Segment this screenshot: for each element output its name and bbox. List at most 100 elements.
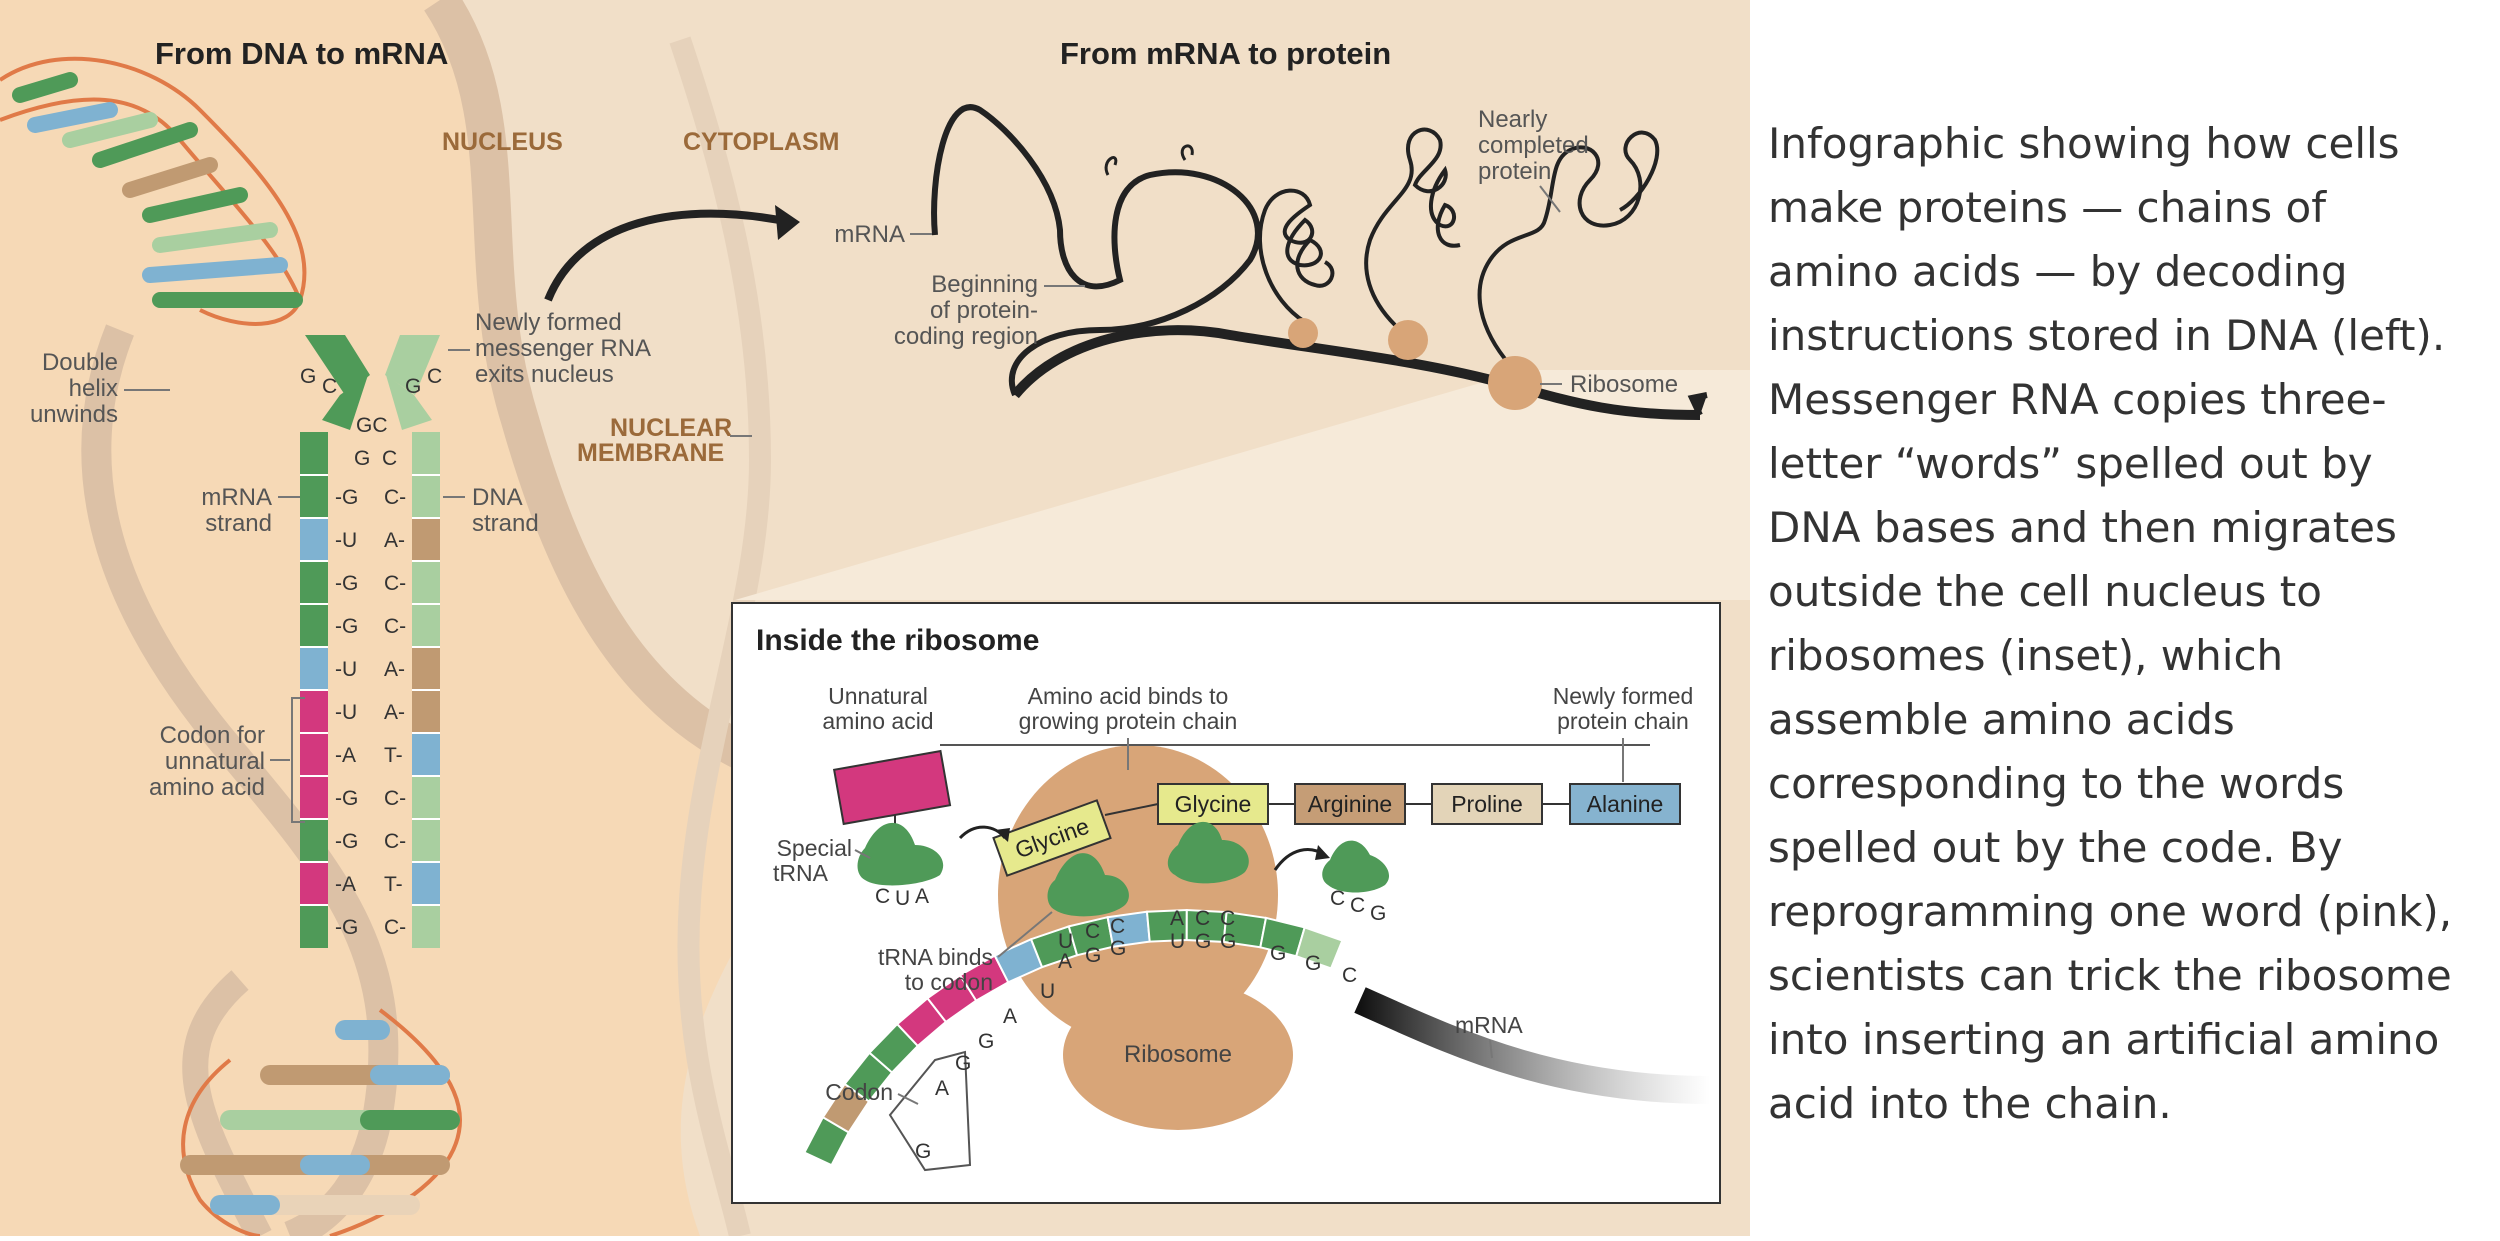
mrna-strand-right xyxy=(1011,325,1701,420)
unnatural-aa-label-2: amino acid xyxy=(822,708,933,734)
mrna-base-letter: -G xyxy=(335,615,358,638)
nearly-completed-label-2: completed xyxy=(1478,132,1589,159)
strip-base-g1: G xyxy=(1270,942,1286,965)
new-mrna-label-1: Newly formed xyxy=(475,309,622,336)
ribosome-label: Ribosome xyxy=(1570,371,1678,398)
anticodon-2-3: C xyxy=(1220,907,1235,930)
strip-base-c: C xyxy=(1342,964,1357,987)
mrna-base-letter: -G xyxy=(335,916,358,939)
trna-exiting xyxy=(1322,840,1390,893)
inset-mrna-segment xyxy=(1294,926,1344,970)
dna-strand-segment xyxy=(412,862,440,905)
anticodon-1-c1: C xyxy=(1085,920,1100,943)
codon-box-letter-a: A xyxy=(935,1077,949,1100)
aa-label-3: Arginine xyxy=(1308,791,1392,817)
beginning-label-1: Beginning xyxy=(931,271,1038,298)
codon-bracket xyxy=(291,697,305,823)
trna-bound-2 xyxy=(1167,821,1249,884)
aa-label-4: Proline xyxy=(1451,791,1523,817)
nuclear-membrane-label-1: NUCLEAR xyxy=(610,414,732,442)
dna-base-letter: C- xyxy=(384,572,406,595)
fork-mid-base-1: GC xyxy=(356,414,388,437)
anticodon-2-2: C xyxy=(1195,907,1210,930)
codon-unnatural-label-1: Codon for xyxy=(160,722,265,749)
special-trna xyxy=(857,822,944,886)
dna-base-letter: C- xyxy=(384,787,406,810)
nucleus-label: NUCLEUS xyxy=(442,128,563,156)
export-arrow xyxy=(544,209,791,302)
dna-base-letter: A- xyxy=(384,658,405,681)
trna-binds-label-1: tRNA binds xyxy=(878,944,993,970)
codon-letter-g1: G xyxy=(978,1030,994,1053)
double-helix-upper xyxy=(0,56,307,326)
ribosome-2 xyxy=(1388,320,1428,360)
unnatural-amino-acid xyxy=(832,749,952,826)
inset-mrna-label: mRNA xyxy=(1455,1012,1523,1038)
ribosome-small-subunit xyxy=(1063,980,1293,1130)
dna-base-letter: T- xyxy=(384,744,403,767)
title-mrna-to-protein: From mRNA to protein xyxy=(1060,36,1391,71)
inset-mrna-tail xyxy=(1354,987,1711,1104)
mrna-strand-segment xyxy=(300,647,328,690)
inset-mrna-strip xyxy=(803,908,1344,1167)
trna-binds-label-2: to codon xyxy=(905,969,993,995)
nearly-completed-label-3: protein xyxy=(1478,158,1551,185)
mrna-strand-label-2: strand xyxy=(205,510,272,537)
strip-base-g2: G xyxy=(1305,952,1321,975)
dna-strand-segment xyxy=(412,733,440,776)
special-trna-label-2: tRNA xyxy=(773,860,829,886)
special-trna-label-1: Special xyxy=(777,835,852,861)
fork-left-base-2: C xyxy=(322,375,337,398)
mrna-strand-segment xyxy=(300,819,328,862)
codon-box xyxy=(888,1050,972,1172)
dna-strand-segment xyxy=(412,905,440,948)
anticodon-1-c2: C xyxy=(1110,915,1125,938)
codon-row1-u: U xyxy=(1040,980,1055,1003)
fork-right-base-1: G xyxy=(405,375,421,398)
fork-mid-base-2: G xyxy=(354,447,370,470)
mrna-strand-label-1: mRNA xyxy=(201,484,272,511)
protein-coil-2 xyxy=(1364,127,1461,327)
cytoplasm-label: CYTOPLASM xyxy=(683,128,840,156)
mrna-strand-segment xyxy=(300,733,328,776)
dna-base-letter: A- xyxy=(384,701,405,724)
codon-row1-a: A xyxy=(1058,950,1072,973)
dna-strand-segment xyxy=(412,819,440,862)
aa-box-4 xyxy=(1431,783,1543,825)
codon-row2-g2: G xyxy=(1110,937,1126,960)
fork-right-base-2: C xyxy=(427,365,442,388)
mrna-strand-segment xyxy=(300,518,328,561)
codon-box-letter-g: G xyxy=(915,1140,931,1163)
ribosome-inset: Inside the ribosome Glycine Glycine Argi… xyxy=(731,602,1721,1204)
new-chain-label-2: protein chain xyxy=(1557,708,1689,734)
double-helix-label-3: unwinds xyxy=(30,401,118,428)
aa-label-2: Glycine xyxy=(1175,791,1252,817)
dna-base-letter: C- xyxy=(384,916,406,939)
mrna-strand-segment xyxy=(300,690,328,733)
double-helix-lower xyxy=(180,1008,463,1238)
aa-binds-label-2: growing protein chain xyxy=(1019,708,1238,734)
mrna-strand-segment xyxy=(300,604,328,647)
title-dna-to-mrna: From DNA to mRNA xyxy=(155,36,448,71)
aa-binds-label-1: Amino acid binds to xyxy=(1028,683,1229,709)
protein-coil-1 xyxy=(1258,188,1335,324)
new-mrna-label-2: messenger RNA xyxy=(475,335,651,362)
codon-row3-g2: G xyxy=(1220,930,1236,953)
caption-text: Infographic showing how cells make prote… xyxy=(1768,119,2453,1128)
dna-base-letter: C- xyxy=(384,615,406,638)
dna-strand-segment xyxy=(412,604,440,647)
double-helix-label-2: helix xyxy=(69,375,118,402)
anticodon-1-u: U xyxy=(1058,930,1073,953)
dna-strand-segment xyxy=(412,690,440,733)
mrna-strand-segment xyxy=(300,862,328,905)
anticodon-2-1: A xyxy=(1170,907,1184,930)
inset-ribosome-label: Ribosome xyxy=(1124,1041,1232,1068)
ribosome-3 xyxy=(1488,356,1542,410)
dna-strand-segment xyxy=(412,561,440,604)
mrna-base-letter: -G xyxy=(335,830,358,853)
aa-box-5 xyxy=(1569,783,1681,825)
mrna-base-letter: -U xyxy=(335,529,357,552)
